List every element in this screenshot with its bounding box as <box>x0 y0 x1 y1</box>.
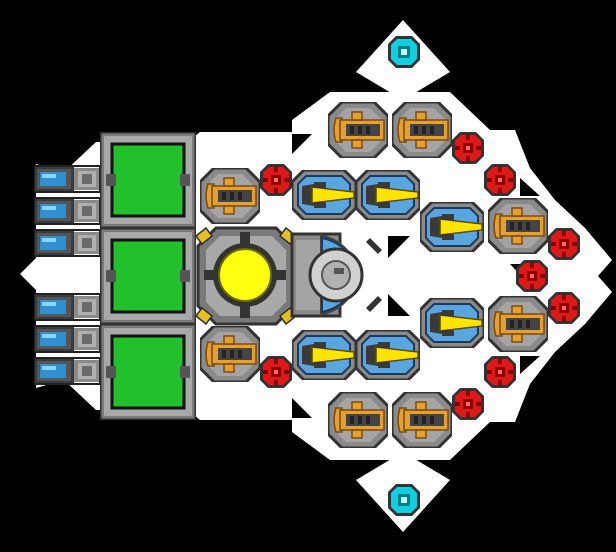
mine-icon[interactable] <box>548 292 580 324</box>
laser-turret-icon[interactable] <box>420 202 484 252</box>
mine-icon[interactable] <box>452 132 484 164</box>
laser-turret-icon[interactable] <box>292 330 356 380</box>
cannon-turret-icon[interactable] <box>392 392 452 448</box>
cargo-bay-icon[interactable] <box>100 132 196 228</box>
thruster-icon[interactable] <box>34 357 100 385</box>
mine-icon[interactable] <box>516 260 548 292</box>
cargo-bays <box>100 132 196 420</box>
thruster-icon[interactable] <box>34 229 100 257</box>
reactor-core-icon[interactable] <box>194 226 298 326</box>
laser-turret-icon[interactable] <box>356 170 420 220</box>
thruster-icon[interactable] <box>34 325 100 353</box>
mine-icon[interactable] <box>484 164 516 196</box>
cannon-turret-icon[interactable] <box>328 102 388 158</box>
cannon-turret-icon[interactable] <box>488 198 548 254</box>
beacon-icon[interactable] <box>388 36 420 68</box>
thruster-icon[interactable] <box>34 165 100 193</box>
mine-icon[interactable] <box>260 356 292 388</box>
cannon-turret-icon[interactable] <box>200 168 260 224</box>
cargo-bay-icon[interactable] <box>100 324 196 420</box>
mine-icon[interactable] <box>548 228 580 260</box>
mine-icon[interactable] <box>484 356 516 388</box>
mine-icon[interactable] <box>260 164 292 196</box>
laser-turret-icon[interactable] <box>292 170 356 220</box>
cannon-turret-icon[interactable] <box>488 296 548 352</box>
beacon-icon[interactable] <box>388 484 420 516</box>
cannon-turret-icon[interactable] <box>328 392 388 448</box>
thruster-icon[interactable] <box>34 293 100 321</box>
mine-icon[interactable] <box>452 388 484 420</box>
cargo-bay-icon[interactable] <box>100 228 196 324</box>
shield-generator-icon[interactable] <box>290 232 382 318</box>
laser-turret-icon[interactable] <box>356 330 420 380</box>
laser-turret-icon[interactable] <box>420 298 484 348</box>
cannon-turret-icon[interactable] <box>392 102 452 158</box>
cannon-turret-icon[interactable] <box>200 326 260 382</box>
thruster-icon[interactable] <box>34 197 100 225</box>
